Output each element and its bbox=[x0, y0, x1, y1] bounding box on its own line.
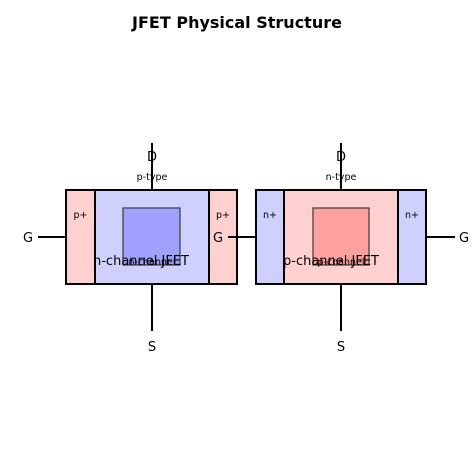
channel-label: n-channel bbox=[128, 257, 175, 268]
device-name: p-channel JFET bbox=[283, 254, 379, 269]
top-type-label: p-type bbox=[137, 172, 168, 183]
right-gate-type-label: n+ bbox=[405, 210, 419, 221]
right-gate-type-label: p+ bbox=[216, 210, 230, 221]
drain-label: D bbox=[336, 150, 346, 165]
gate-region-right bbox=[397, 189, 427, 285]
channel-region bbox=[122, 207, 181, 266]
n-channel-jfet: D p-type p+ p+ G S n-channel n-channel J… bbox=[23, 143, 255, 355]
top-type-label: n-type bbox=[326, 172, 357, 183]
channel-region bbox=[312, 207, 370, 266]
drain-label: D bbox=[147, 150, 157, 165]
gate-left-label: G bbox=[23, 231, 33, 246]
device-name: n-channel JFET bbox=[93, 254, 189, 269]
gate-left-label: G bbox=[213, 231, 223, 246]
source-label: S bbox=[148, 340, 156, 355]
left-gate-type-label: p+ bbox=[74, 210, 88, 221]
gate-region-left bbox=[255, 189, 285, 285]
source-label: S bbox=[337, 340, 345, 355]
diagram-title: JFET Physical Structure bbox=[131, 13, 342, 32]
gate-region-left bbox=[65, 189, 96, 285]
channel-label: p-channel bbox=[317, 257, 364, 268]
left-gate-type-label: n+ bbox=[263, 210, 277, 221]
p-channel-jfet: D n-type n+ n+ G G S p-channel p-channel… bbox=[213, 143, 469, 355]
gate-right-label: G bbox=[459, 231, 469, 246]
